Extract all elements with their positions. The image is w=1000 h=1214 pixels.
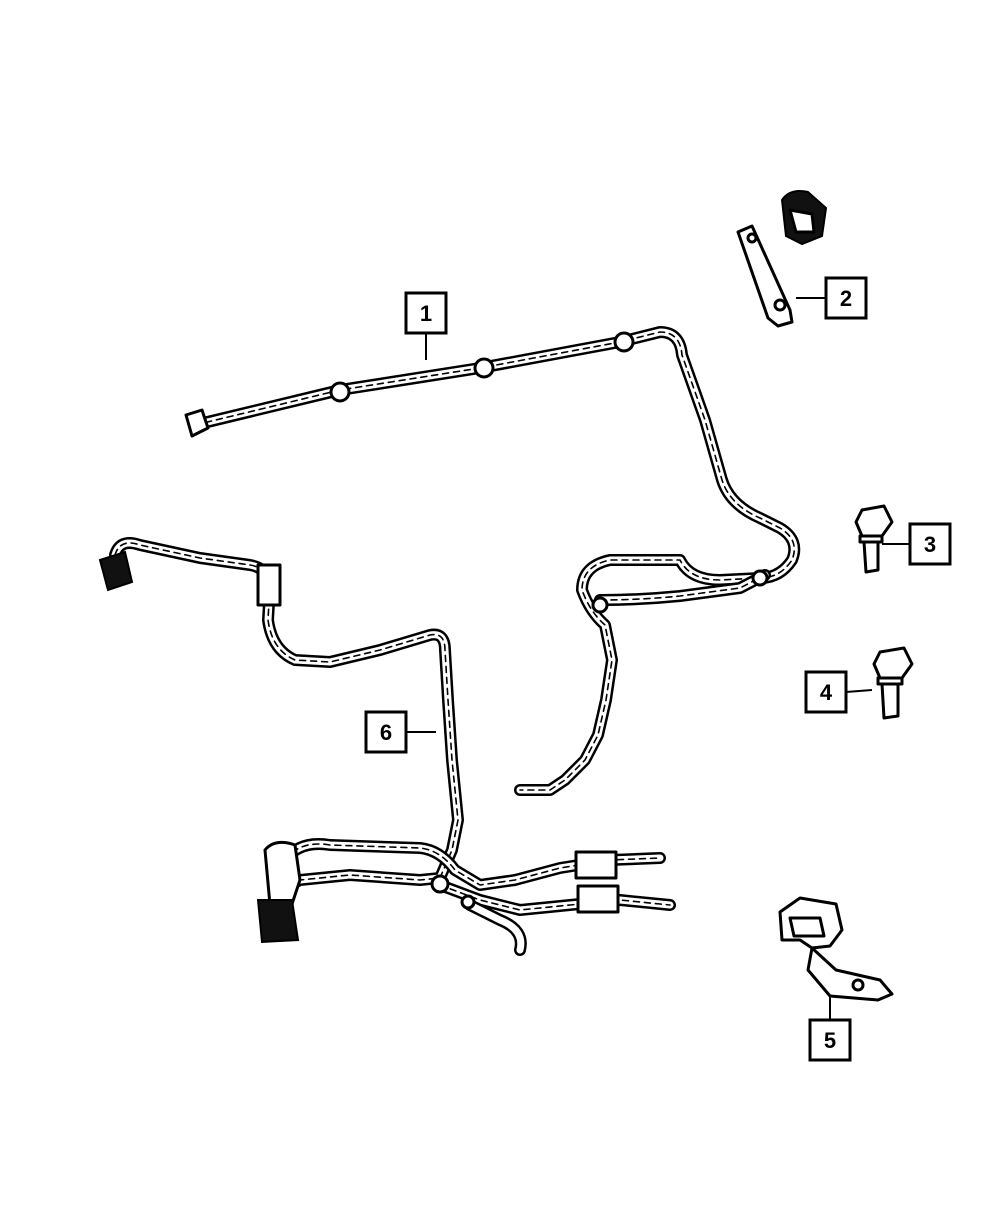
hose-clip xyxy=(473,357,495,379)
hose-clip xyxy=(751,569,769,587)
hose-clip xyxy=(430,874,450,894)
quick-connector xyxy=(98,550,134,592)
callout-label-2: 2 xyxy=(840,286,852,311)
bolt-part-4 xyxy=(872,646,914,720)
callout-label-4: 4 xyxy=(820,680,833,705)
callout-1: 1 xyxy=(404,291,448,360)
hose-assembly-6 xyxy=(98,537,676,956)
hose-clip xyxy=(613,331,635,353)
inline-fitting xyxy=(576,884,620,914)
hose-clip xyxy=(329,381,351,403)
callout-3: 3 xyxy=(882,522,952,566)
hose-assembly-1 xyxy=(184,326,801,796)
hose-clip xyxy=(591,596,609,614)
callout-2: 2 xyxy=(796,276,868,320)
bracket-part-2 xyxy=(736,190,828,328)
callout-6: 6 xyxy=(364,710,436,754)
callout-label-6: 6 xyxy=(380,720,392,745)
callout-label-5: 5 xyxy=(824,1028,836,1053)
hose-end-fitting xyxy=(184,408,210,438)
hose-sleeve xyxy=(256,563,282,607)
callout-5: 5 xyxy=(808,996,852,1062)
callout-4: 4 xyxy=(804,670,873,714)
clip-bracket-part-5 xyxy=(778,896,894,1002)
callout-label-3: 3 xyxy=(924,532,936,557)
quick-connector xyxy=(256,899,300,944)
quick-connector xyxy=(263,840,302,912)
callout-label-1: 1 xyxy=(420,301,432,326)
hose-clip xyxy=(460,894,476,910)
inline-fitting xyxy=(574,850,618,880)
bolt-part-3 xyxy=(854,504,894,574)
